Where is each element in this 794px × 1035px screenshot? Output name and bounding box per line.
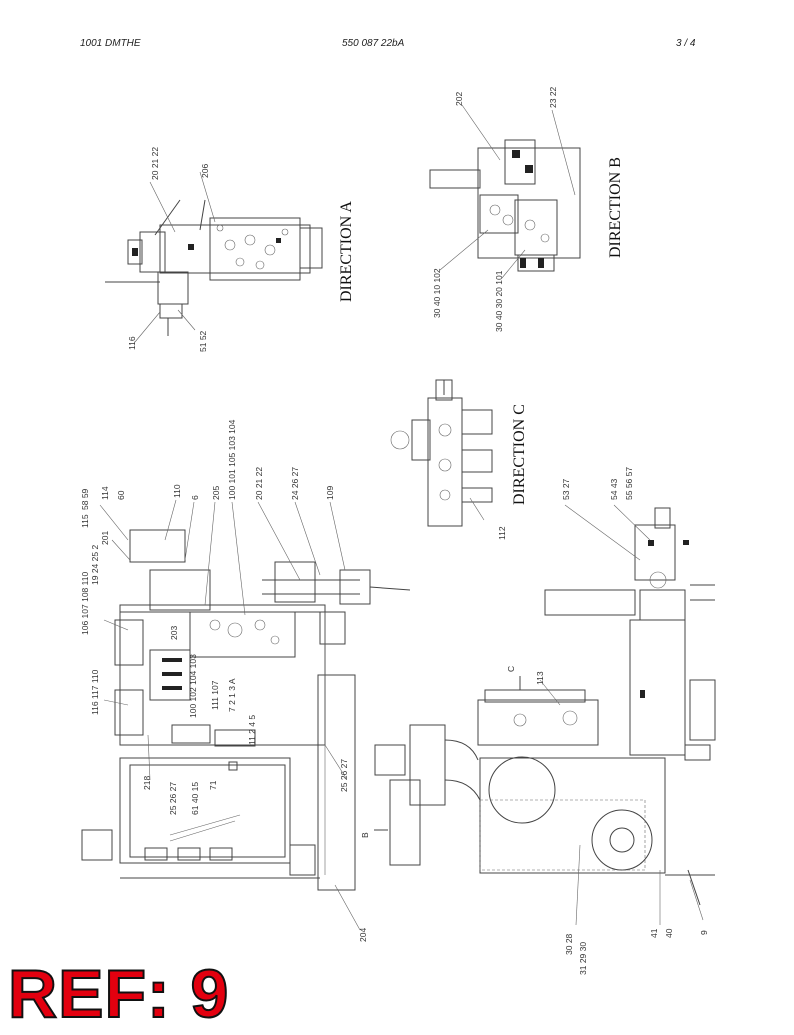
direction-c-label: DIRECTION C: [511, 404, 528, 505]
document-code: 1001 DMTHE: [80, 38, 141, 49]
callout-m32: 31 29 30: [578, 942, 588, 975]
callout-m27: 53 27: [561, 478, 571, 500]
callout-m17: 100 102 104 103: [188, 654, 198, 718]
view-direction-c: [390, 379, 493, 527]
direction-b-label: DIRECTION B: [607, 157, 624, 258]
callout-m14: 24 26 27: [290, 467, 300, 500]
callout-m15: 109: [325, 486, 335, 500]
callout-m33: 41: [649, 928, 659, 938]
view-marker-c: C: [506, 666, 516, 672]
callout-a-bottom: 116: [127, 336, 137, 350]
callout-m19: 7 2 1 3 A: [227, 678, 237, 712]
callout-m7: 114: [100, 486, 110, 500]
callout-m34: 40: [664, 928, 674, 938]
callout-c-bottom: 112: [497, 526, 507, 540]
callout-m20: 11 2 4 5: [247, 715, 257, 745]
callout-m10: 6: [190, 495, 200, 500]
callout-m23: 61 40 15: [190, 782, 200, 815]
reference-stamp: REF: 9: [7, 956, 230, 1032]
page-number: 3 / 4: [676, 38, 696, 49]
callout-m11: 205: [211, 486, 221, 500]
callout-m2: 115: [80, 514, 90, 528]
callout-m8: 60: [116, 490, 126, 500]
right-assembly: [374, 507, 716, 906]
leader-lines: [99, 499, 704, 931]
callout-m21: 218: [142, 776, 152, 790]
callout-a-bottom2: 51 52: [198, 330, 208, 352]
callout-m28: 54 43: [609, 478, 619, 500]
callout-b-bottom2: 30 40 30 20 101: [494, 270, 504, 332]
direction-a-label: DIRECTION A: [338, 201, 355, 302]
view-marker-b: B: [360, 832, 370, 838]
callout-m16: 203: [169, 626, 179, 640]
callout-a-top: 20 21 22: [150, 147, 160, 180]
callout-m3: 201: [100, 531, 110, 545]
callout-m4: 19 24 25 2: [90, 545, 100, 585]
callout-m22: 25 26 27: [168, 782, 178, 815]
callout-m31: 30 28: [564, 933, 574, 955]
view-direction-a: [105, 171, 323, 343]
callout-m13: 20 21 22: [254, 467, 264, 500]
callout-m18: 111 107: [210, 680, 220, 710]
callout-m29: 55 56 57: [624, 467, 634, 500]
callout-m12: 100 101 105 103 104: [227, 419, 237, 500]
callout-m9: 110: [172, 484, 182, 498]
callout-m30: 113: [535, 671, 545, 685]
callout-a-right: 206: [200, 164, 210, 178]
main-assembly: [81, 529, 411, 891]
callout-b-right: 23 22: [548, 86, 558, 108]
callout-b-bottom: 30 40 10 102: [432, 268, 442, 318]
callout-m35: 9: [699, 930, 709, 935]
callout-m5: 106 107 108 110: [80, 572, 90, 635]
callout-labels: 20 21 22 206 116 51 52 202 23 22 30 40 1…: [80, 86, 709, 975]
view-direction-b: [429, 104, 581, 279]
callout-m26: 204: [358, 928, 368, 942]
callout-b-top: 202: [454, 92, 464, 106]
callout-m24: 71: [208, 780, 218, 790]
callout-m6: 116 117 110: [90, 669, 100, 715]
callout-m1: 58 59: [80, 488, 90, 510]
part-number: 550 087 22bA: [342, 38, 405, 49]
